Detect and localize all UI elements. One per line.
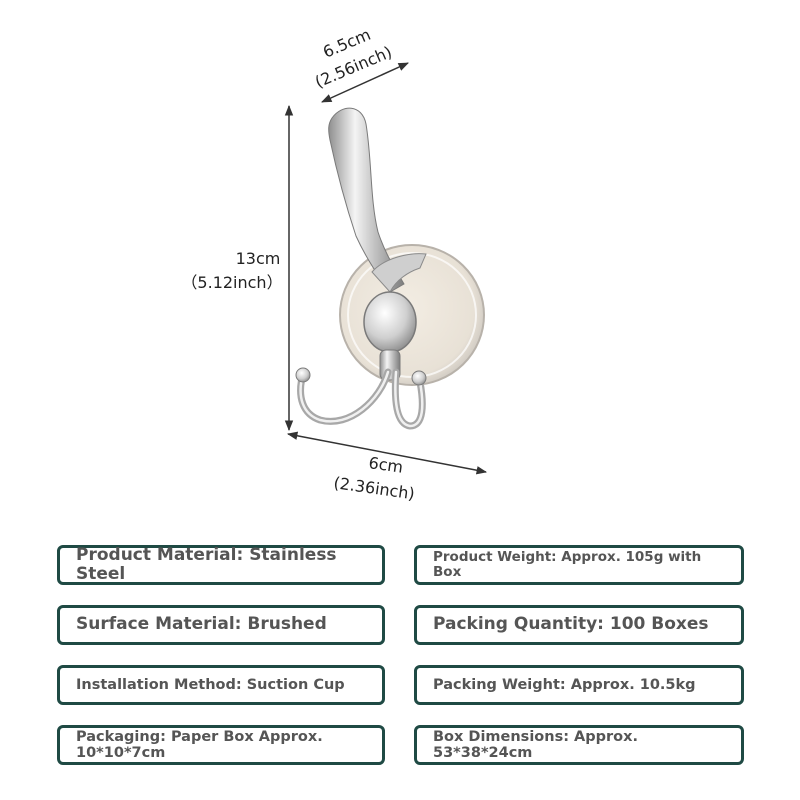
upper-arm xyxy=(328,107,405,293)
spec-packing-quantity: Packing Quantity: 100 Boxes xyxy=(414,605,744,645)
center-knob xyxy=(363,291,417,353)
bottom-width-cm-label: 6cm xyxy=(367,453,404,477)
spec-installation-method: Installation Method: Suction Cup xyxy=(57,665,385,705)
top-width-arrow xyxy=(321,62,409,103)
bottom-width-in-label: (2.36inch) xyxy=(332,473,415,503)
spec-product-weight: Product Weight: Approx. 105g with Box xyxy=(414,545,744,585)
spec-packing-weight: Packing Weight: Approx. 10.5kg xyxy=(414,665,744,705)
hook-product xyxy=(295,107,485,430)
spec-product-material: Product Material: Stainless Steel xyxy=(57,545,385,585)
bottom-width-arrow xyxy=(286,431,488,475)
spec-box-dimensions: Box Dimensions: Approx. 53*38*24cm xyxy=(414,725,744,765)
spec-packaging: Packaging: Paper Box Approx. 10*10*7cm xyxy=(57,725,385,765)
height-in-label: （5.12inch） xyxy=(181,273,282,292)
height-cm-label: 13cm xyxy=(236,249,281,268)
hook-figure: 6.5cm (2.56inch) 13cm （5.12inch） 6cm (2.… xyxy=(181,25,488,503)
spec-surface-material: Surface Material: Brushed xyxy=(57,605,385,645)
